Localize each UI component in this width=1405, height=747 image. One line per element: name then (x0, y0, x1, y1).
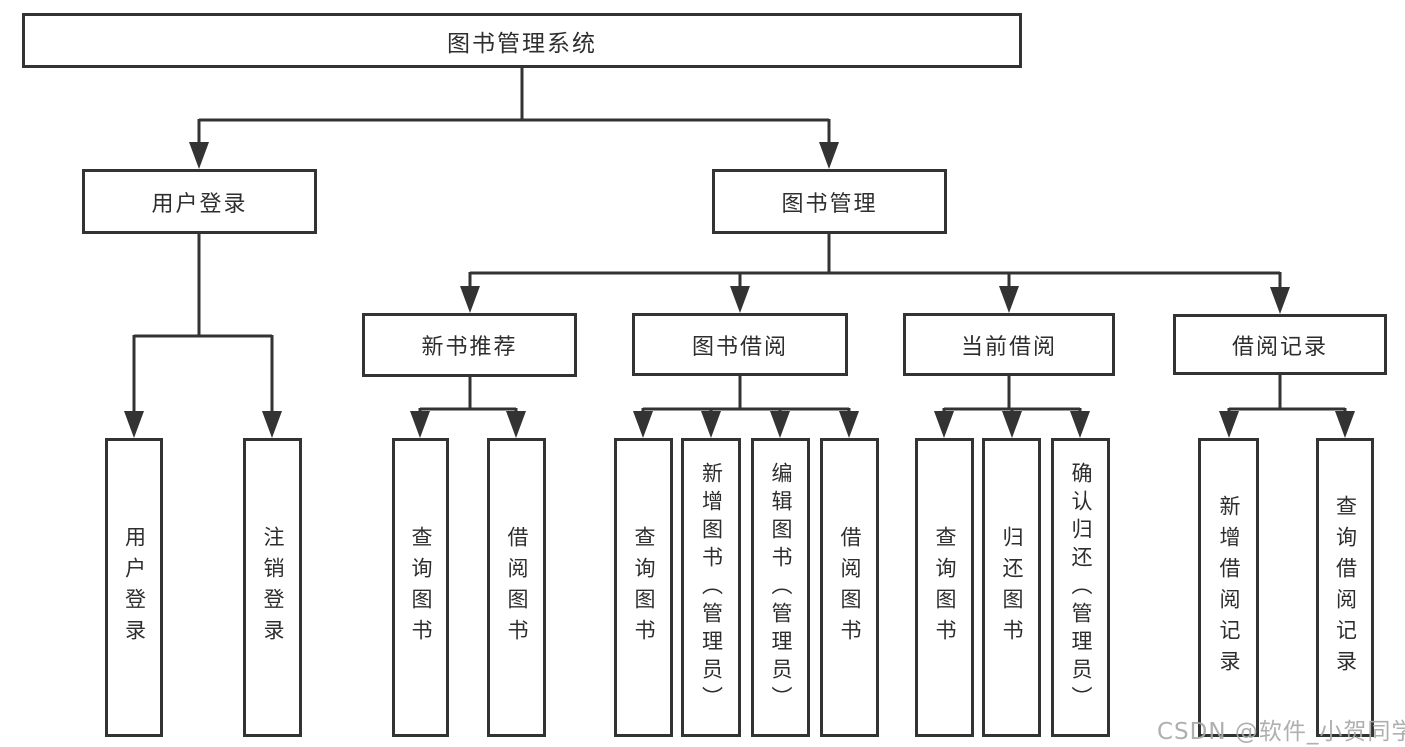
leaf-borrow-query-books: 查询图书 (614, 438, 673, 737)
leaf-borrow-borrow-books: 借阅图书 (820, 438, 879, 737)
connector-bookborrow-children (641, 376, 851, 414)
node-user-login: 用户登录 (82, 169, 317, 234)
connector-userlogin-children (132, 234, 274, 414)
leaf-current-return-books: 归还图书 (982, 438, 1041, 737)
connector-root-to-level2 (197, 68, 831, 147)
connector-currentborrow-children (942, 376, 1082, 414)
connector-records-children (1227, 374, 1347, 414)
watermark: CSDN @软件_小贺同学 (1157, 719, 1405, 745)
leaf-newbook-query-books: 查询图书 (392, 438, 449, 737)
leaf-user-login: 用户登录 (105, 438, 163, 737)
leaf-logout-login: 注销登录 (243, 438, 302, 737)
leaf-records-add-record: 新增借阅记录 (1198, 438, 1259, 737)
leaf-borrow-add-books-admin: 新增图书（管理员） (681, 438, 741, 737)
connector-bookmgmt-to-level3 (468, 234, 1282, 291)
leaf-borrow-edit-books-admin: 编辑图书（管理员） (751, 438, 810, 737)
leaf-newbook-borrow-books: 借阅图书 (487, 438, 546, 737)
node-current-borrowing: 当前借阅 (903, 313, 1115, 376)
arrowhead-triangles (124, 142, 1355, 438)
node-library-system: 图书管理系统 (22, 13, 1022, 68)
node-book-borrowing: 图书借阅 (632, 313, 848, 376)
leaf-records-query-record: 查询借阅记录 (1316, 438, 1374, 737)
node-borrowing-records: 借阅记录 (1173, 314, 1387, 375)
leaf-current-query-books: 查询图书 (915, 438, 974, 737)
node-book-management: 图书管理 (712, 169, 947, 234)
node-new-book-recommendation: 新书推荐 (362, 313, 577, 377)
leaf-current-confirm-return-admin: 确认归还（管理员） (1051, 438, 1110, 737)
connector-newbook-children (418, 377, 518, 414)
